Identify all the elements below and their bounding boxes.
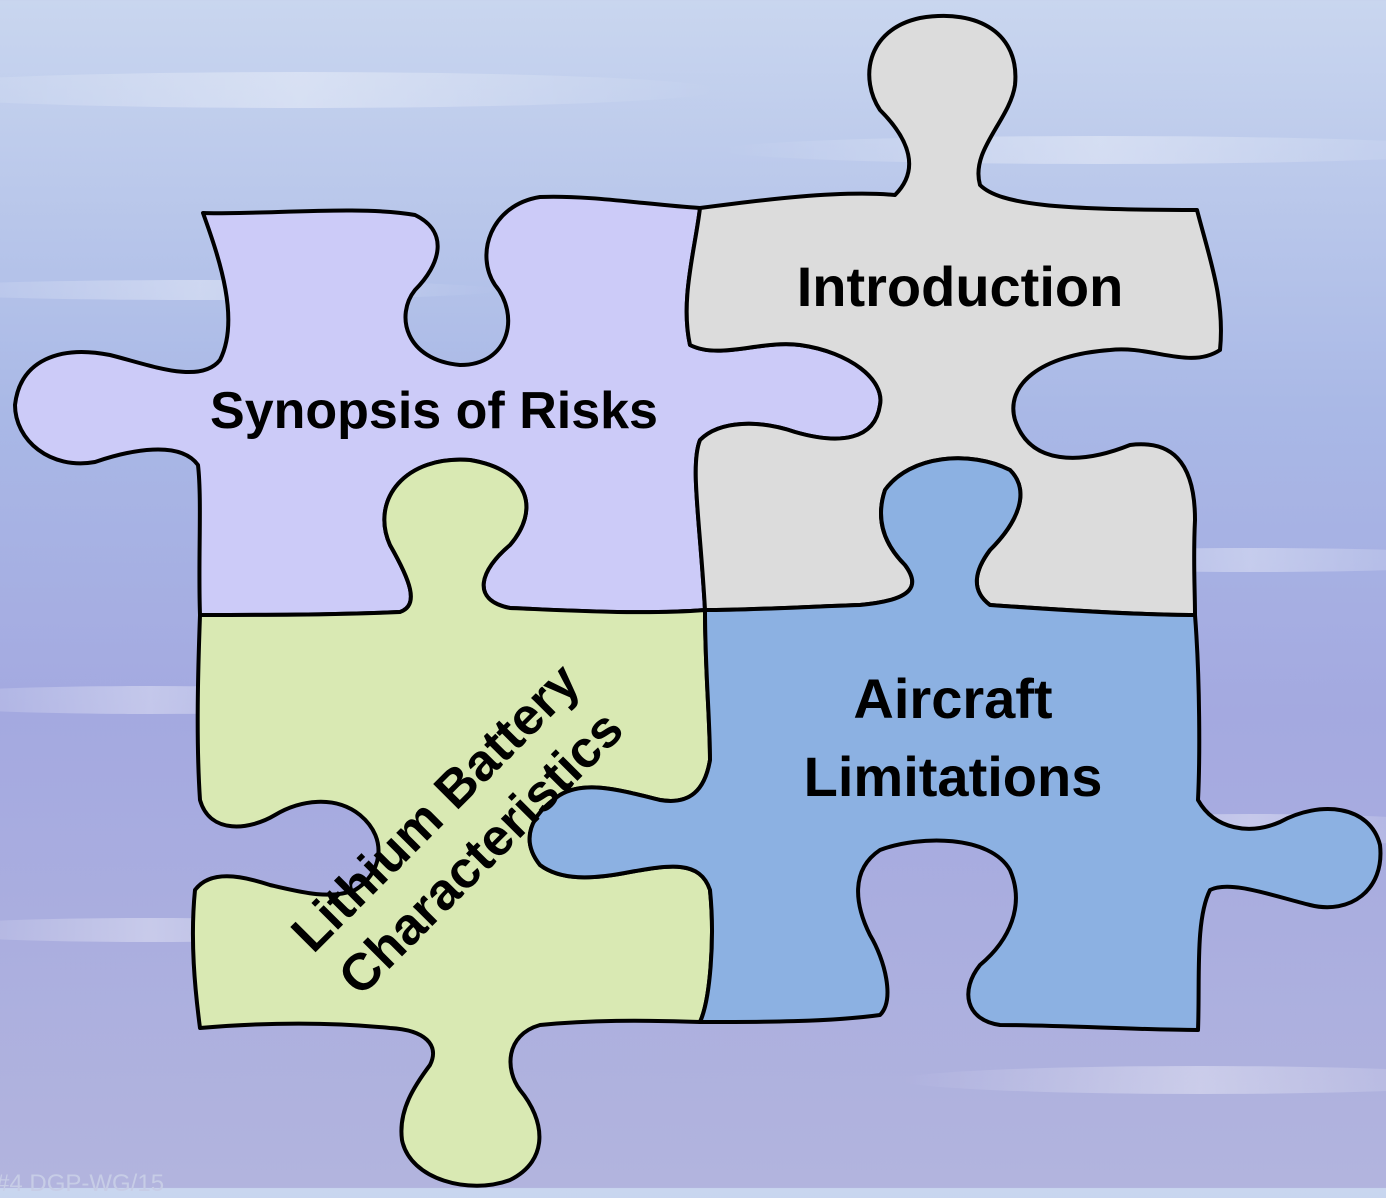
label-introduction: Introduction [797,255,1124,318]
footer-text: #4 DGP-WG/15 [0,1170,165,1197]
piece-lithium [190,457,714,1188]
label-synopsis: Synopsis of Risks [210,382,658,440]
label-aircraft-line1: Aircraft [853,667,1052,730]
label-aircraft-line2: Limitations [804,745,1103,808]
piece-aircraft [527,456,1383,1032]
